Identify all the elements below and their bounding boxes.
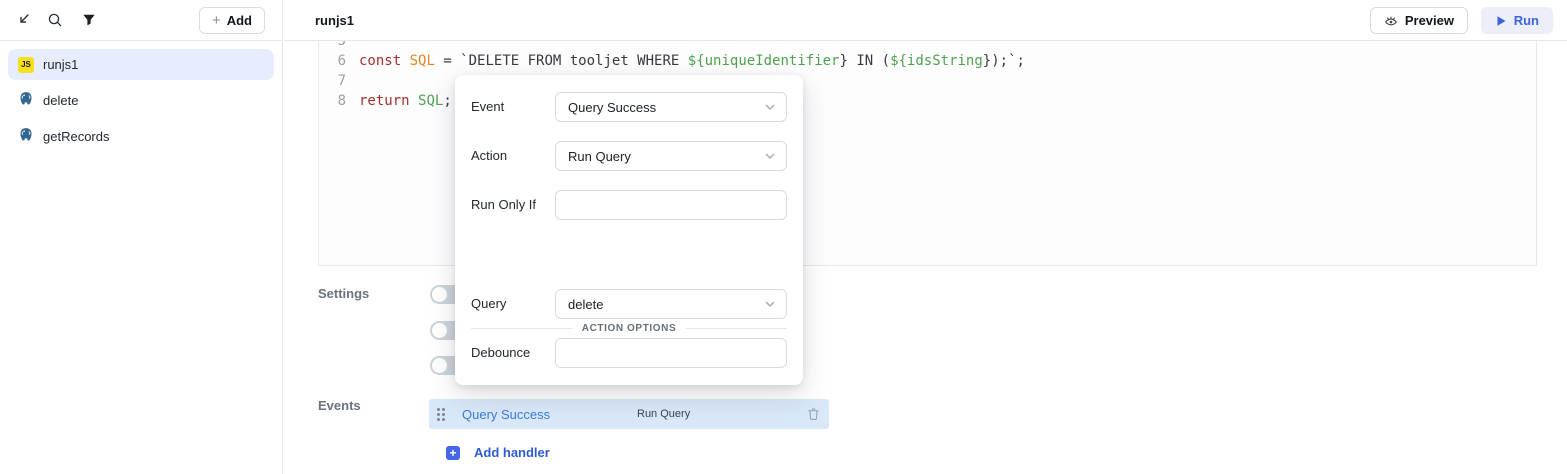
action-options-label: ACTION OPTIONS — [581, 323, 677, 334]
debounce-input[interactable] — [556, 339, 786, 367]
plus-icon: + — [446, 445, 460, 460]
query-item-runjs1[interactable]: JS runjs1 — [8, 49, 274, 80]
event-handler-popover: Event Query Success Action Run Query Run… — [455, 75, 803, 385]
filter-icon[interactable] — [77, 8, 101, 32]
line-number: 7 — [337, 73, 346, 89]
code-line: 8 return SQL; — [319, 91, 1536, 111]
line-number: 8 — [337, 93, 346, 109]
action-field-row: Action Run Query — [455, 141, 803, 171]
query-select[interactable]: delete — [555, 289, 787, 319]
javascript-icon: JS — [18, 56, 34, 73]
add-handler-button[interactable]: + Add handler — [446, 445, 550, 460]
debounce-field-row: Debounce — [455, 338, 803, 368]
action-select[interactable]: Run Query — [555, 141, 787, 171]
play-icon — [1495, 15, 1507, 27]
eye-icon — [1384, 14, 1398, 28]
run-only-if-field-row: Run Only If — [455, 190, 803, 220]
run-only-if-label: Run Only If — [471, 197, 537, 212]
query-name: runjs1 — [43, 57, 79, 72]
code-line: 5 — [319, 41, 1536, 51]
query-list: JS runjs1 delete getRecords — [0, 41, 282, 165]
debounce-label: Debounce — [471, 345, 531, 360]
search-icon[interactable] — [43, 8, 67, 32]
query-title: runjs1 — [315, 13, 355, 28]
debounce-input-wrap — [555, 338, 787, 368]
run-label: Run — [1513, 13, 1539, 28]
event-field-label: Event — [471, 99, 505, 114]
add-query-label: Add — [226, 13, 252, 28]
code-content: 5 6 const SQL = `DELETE FROM tooljet WHE… — [319, 41, 1536, 111]
chevron-down-icon — [765, 153, 775, 159]
events-section-label: Events — [318, 398, 361, 413]
toggle-knob — [432, 287, 447, 302]
action-options-divider: ACTION OPTIONS — [471, 323, 788, 334]
query-name: delete — [43, 93, 79, 108]
preview-button[interactable]: Preview — [1369, 7, 1468, 34]
chevron-down-icon — [765, 104, 775, 110]
line-number: 5 — [337, 41, 346, 49]
run-button[interactable]: Run — [1480, 7, 1553, 34]
add-query-button[interactable]: + Add — [198, 7, 265, 34]
run-only-if-input-wrap — [555, 190, 787, 220]
query-name: getRecords — [43, 129, 110, 144]
handler-event-label: Query Success — [462, 406, 551, 422]
query-field-label: Query — [471, 296, 507, 311]
query-sidebar: + Add JS runjs1 delete getRecords — [0, 0, 283, 474]
code-line: 7 — [319, 71, 1536, 91]
add-handler-label: Add handler — [474, 445, 550, 460]
event-select-value: Query Success — [568, 99, 657, 115]
line-number: 6 — [337, 53, 346, 69]
query-field-row: Query delete — [455, 289, 803, 319]
event-handler-row[interactable]: Query Success Run Query — [429, 399, 829, 429]
query-item-delete[interactable]: delete — [8, 85, 274, 116]
query-topbar: runjs1 Preview Run — [284, 0, 1567, 41]
action-select-value: Run Query — [568, 148, 631, 164]
postgresql-icon — [18, 127, 34, 146]
preview-label: Preview — [1404, 13, 1454, 28]
settings-section-label: Settings — [318, 286, 370, 301]
postgresql-icon — [18, 91, 34, 110]
chevron-down-icon — [765, 301, 775, 307]
query-select-value: delete — [568, 296, 604, 312]
event-select[interactable]: Query Success — [555, 92, 787, 122]
collapse-panel-icon[interactable] — [11, 8, 35, 32]
action-field-label: Action — [471, 148, 508, 163]
query-item-getrecords[interactable]: getRecords — [8, 121, 274, 152]
handler-action-label: Run Query — [637, 408, 691, 420]
toggle-knob — [432, 358, 447, 373]
event-field-row: Event Query Success — [455, 92, 803, 122]
trash-icon[interactable] — [805, 406, 821, 422]
code-line: 6 const SQL = `DELETE FROM tooljet WHERE… — [319, 51, 1536, 71]
drag-handle-icon[interactable] — [437, 407, 445, 421]
plus-icon: + — [211, 12, 221, 29]
run-only-if-input[interactable] — [556, 191, 786, 219]
sidebar-toolbar: + Add — [0, 0, 282, 41]
toggle-knob — [432, 323, 447, 338]
